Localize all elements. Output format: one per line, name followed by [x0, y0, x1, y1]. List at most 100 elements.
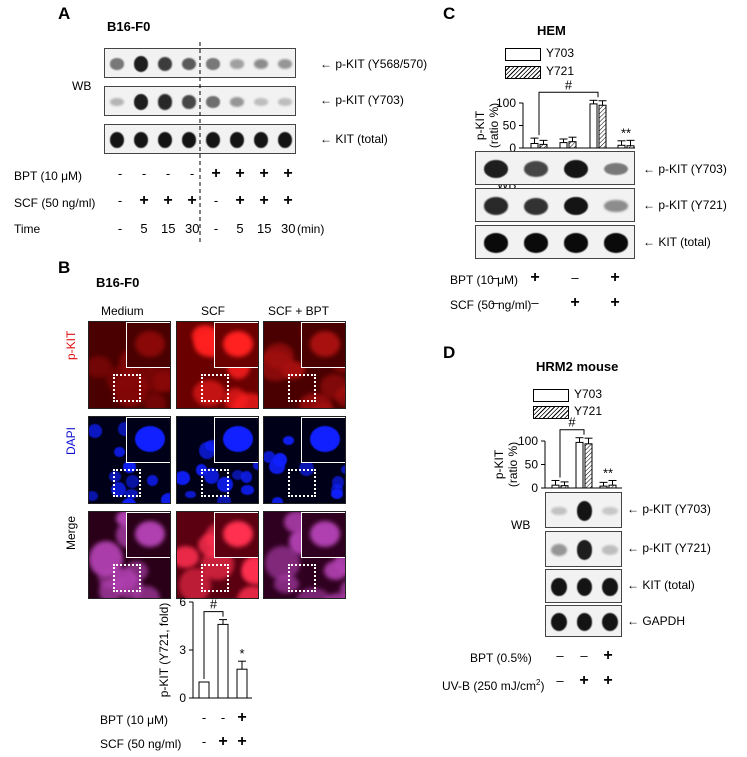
panel-a-treatment-symbol: - [213, 221, 219, 236]
micrograph-inset [214, 512, 258, 558]
cell-blob [320, 592, 345, 598]
panel-c-treatment-symbol: – [491, 270, 499, 285]
cell-blob [340, 578, 345, 598]
cell-blob [298, 461, 314, 477]
panel-a-time-unit: (min) [297, 222, 325, 236]
panel-a-cell-line: B16-F0 [107, 19, 151, 34]
panel-d-blot-label-2: ← p-KIT (Y721) [627, 541, 711, 555]
blot-band [277, 59, 293, 69]
panel-a-treatment-symbol: 5 [140, 221, 148, 236]
panel-d-wb-label: WB [511, 518, 531, 532]
significance-marker: * [239, 646, 244, 661]
inset-cell [223, 331, 253, 357]
micrograph-cell [88, 321, 171, 409]
bar-Y703 [599, 485, 608, 489]
blot-band [523, 233, 549, 253]
micrograph-cell [263, 511, 346, 599]
blot-band [109, 131, 125, 149]
panel-c-treatment-symbol: + [610, 294, 620, 311]
y-tick-label: 50 [503, 119, 517, 133]
panel-a-treatment-symbol: + [235, 165, 245, 182]
legend-swatch-y721 [533, 406, 569, 419]
blot-band [109, 58, 125, 70]
legend-swatch-y721 [505, 66, 541, 79]
blot-c-kit-total [475, 225, 635, 259]
panel-a-treatment-symbol: - [141, 166, 147, 181]
panel-letter-d: D [443, 343, 456, 362]
bar-value [198, 681, 210, 699]
blot-band [181, 131, 197, 149]
cell-blob [192, 324, 219, 347]
panel-c-treat-bpt: BPT (10 μM) [450, 273, 519, 287]
cell-blob [269, 458, 285, 475]
cell-blob [205, 440, 220, 452]
micrograph-inset [126, 322, 170, 368]
panel-d-blot-label-3: ← KIT (total) [627, 578, 695, 592]
y-tick-label: 50 [525, 458, 539, 472]
significance-bracket [559, 429, 585, 478]
micrograph-inset [214, 417, 258, 463]
blot-band [576, 501, 593, 521]
micrograph-roi-box [201, 469, 229, 497]
micrograph-cell [176, 511, 259, 599]
blot-d-gapdh [545, 605, 622, 637]
panel-a-treatment-symbol: 30 [185, 221, 200, 236]
micrograph-cell [176, 416, 259, 504]
cell-blob [242, 555, 258, 583]
cell-blob [125, 475, 140, 489]
blot-band [602, 506, 619, 516]
cell-blob [89, 355, 113, 379]
panel-c-treatment-symbol: – [491, 295, 499, 310]
micrograph-roi-box [288, 374, 316, 402]
cell-blob [143, 392, 166, 408]
panel-c-treatment-symbol: – [571, 270, 579, 285]
panel-b-treatment-symbol: + [237, 733, 247, 750]
blot-band [277, 98, 293, 106]
micrograph-inset [301, 512, 345, 558]
panel-a-treatment-symbol: 15 [161, 221, 176, 236]
inset-cell [223, 426, 253, 452]
panel-d-treat-uvb: UV-B (250 mJ/cm2) [442, 678, 545, 693]
blot-band [181, 57, 197, 71]
cell-blob [232, 470, 245, 481]
panel-d-treatment-symbol: + [603, 647, 613, 664]
blot-band [563, 233, 589, 253]
panel-b-col-scf: SCF [201, 304, 225, 318]
blot-band [550, 613, 567, 631]
legend-label-y703: Y703 [546, 46, 575, 60]
panel-a-blot-label-2: ← p-KIT (Y703) [320, 93, 404, 107]
cell-blob [124, 489, 139, 500]
panel-a-treatment-symbol: - [189, 166, 195, 181]
panel-a-treatment-symbol: + [235, 192, 245, 209]
blot-band [576, 613, 593, 631]
y-tick-label: 0 [531, 481, 538, 495]
blot-band [602, 613, 619, 631]
blot-band [277, 131, 293, 149]
blot-band [253, 131, 269, 149]
panel-d-blot-label-4: ← GAPDH [627, 614, 686, 628]
legend-label-y721: Y721 [546, 64, 575, 78]
y-tick-label: 6 [179, 595, 186, 609]
cell-blob [265, 546, 301, 580]
panel-a-treatment-symbol: 30 [281, 221, 296, 236]
y-axis-label: p-KIT [492, 449, 506, 479]
blot-band [550, 544, 567, 556]
cell-blob [232, 393, 258, 408]
significance-bracket [538, 91, 599, 136]
panel-d-treatment-symbol: – [580, 648, 588, 663]
blot-d-pkit-y703 [545, 492, 622, 528]
panel-b-treatment-symbol: - [201, 710, 207, 725]
panel-b-treat-scf: SCF (50 ng/ml) [100, 737, 182, 751]
blot-band [229, 97, 245, 107]
bar-Y721 [608, 484, 617, 489]
cell-blob [331, 475, 344, 490]
micrograph-inset [214, 322, 258, 368]
micrograph-roi-box [201, 374, 229, 402]
cell-blob [98, 566, 126, 589]
panel-b-treatment-symbol: + [218, 733, 228, 750]
panel-d-treatment-symbol: + [579, 672, 589, 689]
panel-b-cell-line: B16-F0 [96, 275, 140, 290]
panel-d-treatment-symbol: + [603, 672, 613, 689]
